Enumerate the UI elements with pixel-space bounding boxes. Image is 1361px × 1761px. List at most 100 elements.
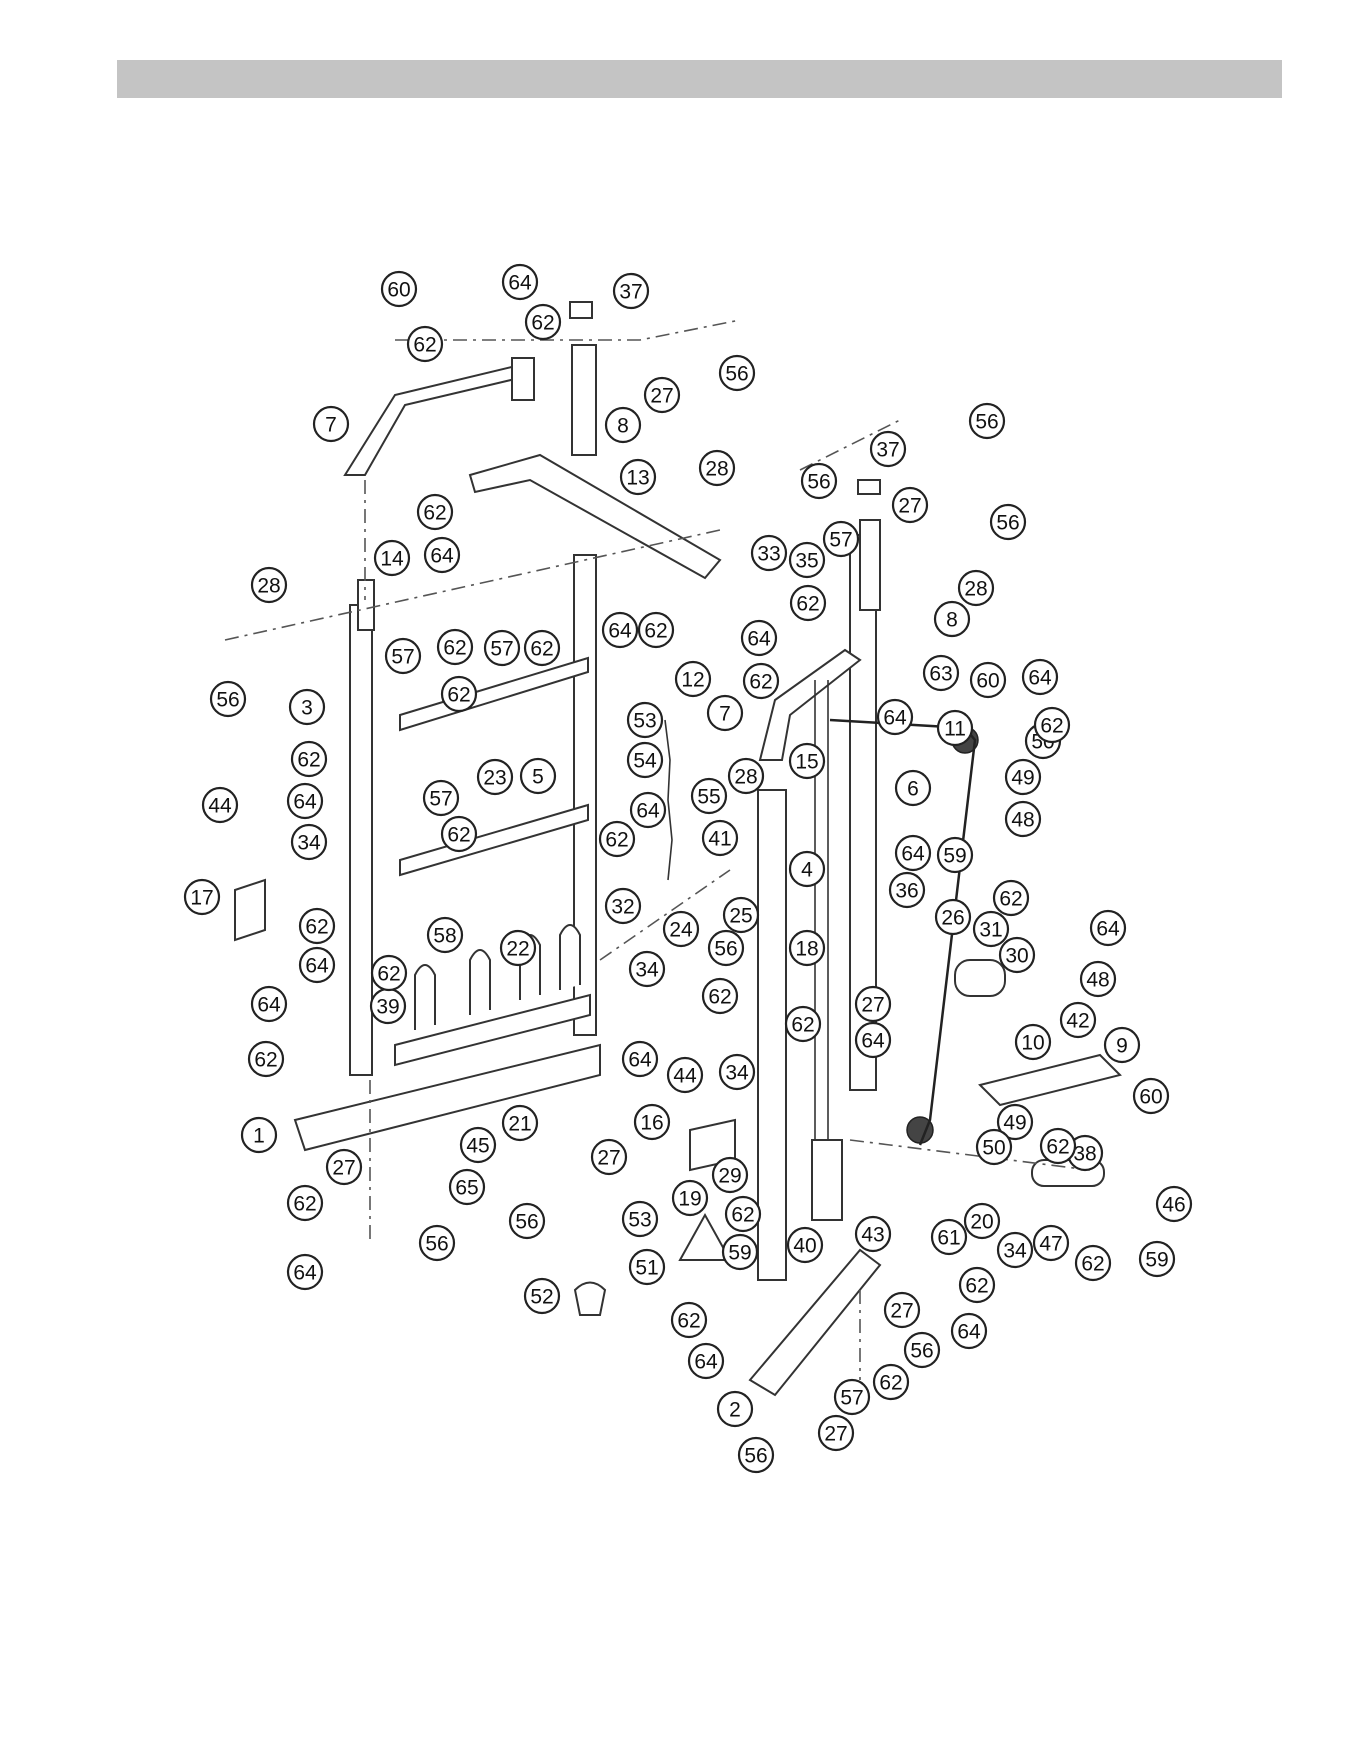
callout-part-62: 62 [1033,706,1071,744]
cap-37-top [569,301,593,319]
leg-extension-9 [978,1053,1122,1107]
callout-part-55: 55 [690,777,728,815]
callout-part-59: 59 [1138,1240,1176,1278]
callout-circle [436,628,474,666]
callout-part-62: 62 [872,1363,910,1401]
callout-part-56: 56 [800,462,838,500]
callout-circle [721,1233,759,1271]
callout-number: 62 [731,1204,754,1227]
callout-part-64: 64 [298,946,336,984]
callout-circle [633,1103,671,1141]
callout-part-8: 8 [933,600,971,638]
callout-number: 60 [387,279,410,302]
callout-circle [690,777,728,815]
callout-circle [418,1224,456,1262]
diagonal-bar-13 [468,453,722,580]
callout-number: 18 [795,938,818,961]
callout-circle [903,1331,941,1369]
callout-circle [448,1168,486,1206]
callout-circle [711,1156,749,1194]
callout-circle [1155,1185,1193,1223]
callout-number: 2 [729,1399,741,1422]
callout-number: 42 [1066,1010,1089,1033]
base-1 [293,1043,601,1152]
callout-number: 32 [611,896,634,919]
callout-part-62: 62 [992,879,1030,917]
callout-number: 64 [883,707,907,730]
callout-circle [523,629,561,667]
callout-part-27: 27 [883,1291,921,1329]
callout-part-23: 23 [476,758,514,796]
top-arm-right [758,648,862,761]
callout-number: 64 [636,800,660,823]
callout-part-62: 62 [286,1184,324,1222]
callout-part-56: 56 [707,929,745,967]
callout-part-56: 56 [418,1224,456,1262]
callout-circle [972,910,1010,948]
part-callouts: 1234567788910111213141516171819202122232… [183,263,1193,1474]
callout-circle [423,536,461,574]
clip-52 [573,1281,607,1316]
callout-part-62: 62 [416,493,454,531]
callout-number: 50 [982,1137,1005,1160]
callout-number: 64 [861,1030,885,1053]
callout-part-57: 57 [483,629,521,667]
callout-number: 15 [795,751,818,774]
plate-rack-21 [394,993,591,1067]
callout-number: 64 [257,994,281,1017]
callout-circle [934,898,972,936]
callout-number: 27 [332,1157,355,1180]
callout-number: 54 [633,750,657,773]
callout-number: 64 [628,1049,652,1072]
callout-part-12: 12 [674,660,712,698]
callout-number: 57 [490,638,513,661]
callout-circle [598,820,636,858]
callout-circle [788,541,826,579]
callout-circle [789,584,827,622]
callout-circle [416,493,454,531]
callout-number: 56 [515,1211,538,1234]
callout-circle [370,954,408,992]
callout-part-34: 34 [290,823,328,861]
callout-number: 62 [749,671,772,694]
callout-circle [508,1202,546,1240]
callout-circle [1138,1240,1176,1278]
callout-number: 59 [1145,1249,1168,1272]
callout-number: 53 [633,710,656,733]
callout-part-56: 56 [989,503,1027,541]
callout-circle [671,1179,709,1217]
callout-circle [604,887,642,925]
callout-part-62: 62 [789,584,827,622]
callout-part-9: 9 [1103,1026,1141,1064]
callout-number: 56 [744,1445,767,1468]
callout-number: 64 [694,1351,718,1374]
callout-circle [201,786,239,824]
callout-part-48: 48 [1079,960,1117,998]
callout-circle [936,836,974,874]
callout-part-56: 56 [968,402,1006,440]
callout-circle [989,503,1027,541]
callout-part-62: 62 [958,1266,996,1304]
callout-number: 37 [619,281,642,304]
callout-part-29: 29 [711,1156,749,1194]
callout-number: 56 [996,512,1019,535]
callout-part-37: 37 [612,272,650,310]
callout-part-57: 57 [822,520,860,558]
callout-circle [1004,800,1042,838]
callout-circle [619,458,657,496]
callout-number: 62 [293,1193,316,1216]
callout-number: 48 [1086,969,1109,992]
callout-circle [312,405,350,443]
callout-circle [519,757,557,795]
callout-part-8: 8 [604,406,642,444]
callout-part-64: 64 [740,619,778,657]
callout-number: 63 [929,663,952,686]
callout-part-28: 28 [727,757,765,795]
callout-circle [701,977,739,1015]
callout-number: 62 [413,334,436,357]
callout-number: 1 [253,1125,265,1148]
left-upright-14 [357,579,375,631]
callout-part-28: 28 [250,566,288,604]
callout-circle [440,815,478,853]
callout-circle [698,449,736,487]
